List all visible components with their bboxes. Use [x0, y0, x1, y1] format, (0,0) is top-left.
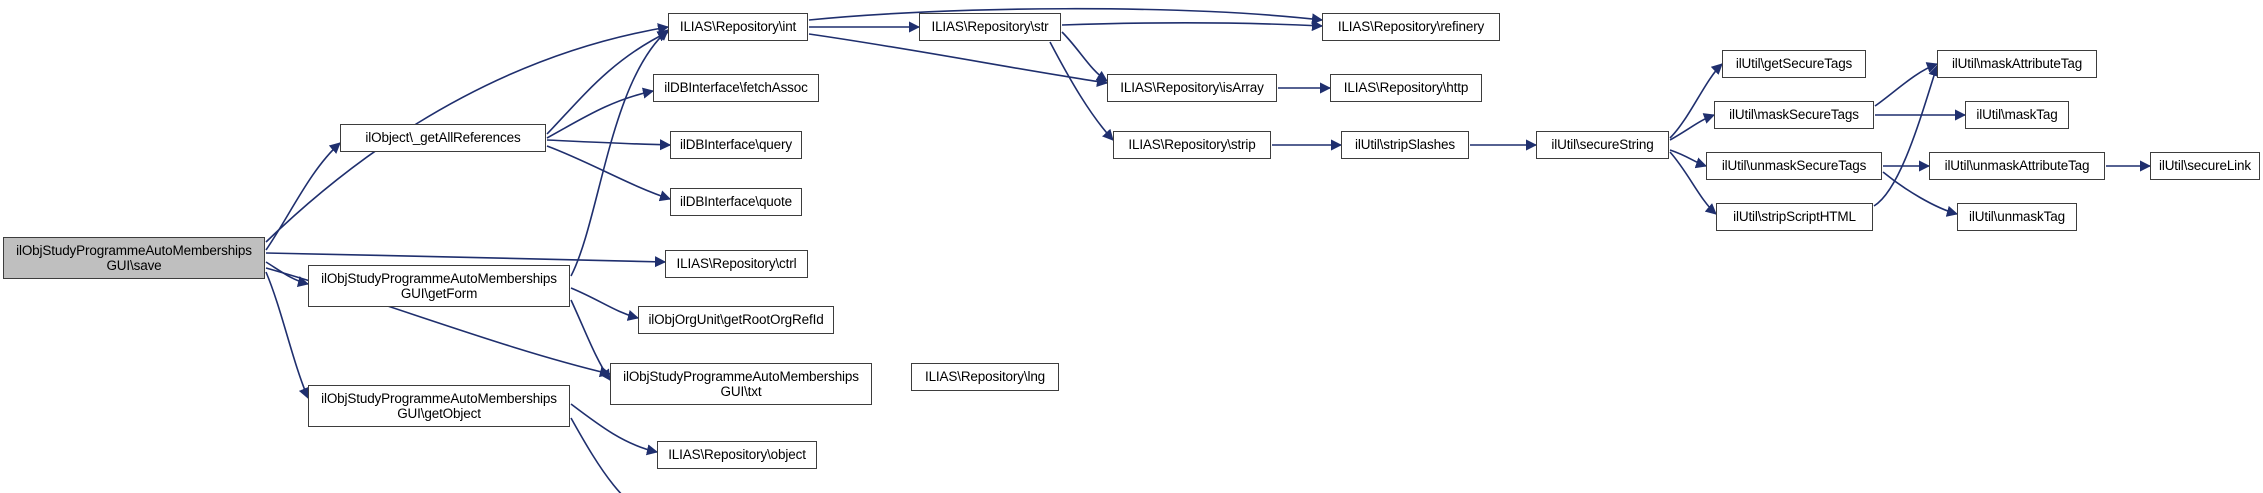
call-edge: [1061, 19, 1324, 32]
call-graph-node-secureLink[interactable]: ilUtil\secureLink: [2150, 152, 2260, 180]
call-graph-node-getRootOrgRefId[interactable]: ilObjOrgUnit\getRootOrgRefId: [638, 306, 834, 334]
call-graph-node-unmaskAttributeTag[interactable]: ilUtil\unmaskAttributeTag: [1929, 152, 2105, 180]
call-graph-node-getAllReferences[interactable]: ilObject\_getAllReferences: [340, 124, 546, 152]
call-graph-node-http[interactable]: ILIAS\Repository\http: [1330, 74, 1482, 102]
call-edge: [265, 142, 341, 251]
call-graph-node-unmaskSecureTags[interactable]: ilUtil\unmaskSecureTags: [1706, 152, 1882, 180]
call-graph-node-maskSecureTags[interactable]: ilUtil\maskSecureTags: [1714, 101, 1874, 129]
call-edge: [570, 29, 669, 277]
call-edge: [808, 33, 1109, 88]
call-edge: [265, 23, 670, 243]
call-edge: [1049, 41, 1114, 141]
call-graph-node-maskAttributeTag[interactable]: ilUtil\maskAttributeTag: [1937, 50, 2097, 78]
call-edge: [546, 87, 655, 139]
call-edge: [1669, 63, 1723, 139]
call-edge: [546, 31, 670, 135]
call-graph-node-stripScriptHTML[interactable]: ilUtil\stripScriptHTML: [1716, 203, 1873, 231]
call-graph-node-object[interactable]: ILIAS\Repository\object: [657, 441, 817, 469]
call-graph-node-getSecureTags[interactable]: ilUtil\getSecureTags: [1722, 50, 1866, 78]
call-graph-node-unmaskTag[interactable]: ilUtil\unmaskTag: [1957, 203, 2077, 231]
call-graph-node-strip[interactable]: ILIAS\Repository\strip: [1113, 131, 1271, 159]
call-graph-node-txt[interactable]: ilObjStudyProgrammeAutoMemberships GUI\t…: [610, 363, 872, 405]
call-graph-node-quote[interactable]: ilDBInterface\quote: [670, 188, 802, 216]
call-graph-node-maskTag[interactable]: ilUtil\maskTag: [1965, 101, 2069, 129]
call-graph-node-refinery[interactable]: ILIAS\Repository\refinery: [1322, 13, 1500, 41]
call-edge: [1669, 149, 1708, 169]
call-edge: [265, 271, 310, 400]
call-graph-node-isArray[interactable]: ILIAS\Repository\isArray: [1107, 74, 1277, 102]
call-edge: [546, 139, 672, 151]
call-graph-node-int[interactable]: ILIAS\Repository\int: [668, 13, 808, 41]
call-edge: [265, 261, 310, 287]
call-edge: [546, 145, 672, 202]
call-edge: [1061, 31, 1108, 82]
call-graph-node-fetchAssoc[interactable]: ilDBInterface\fetchAssoc: [653, 74, 819, 102]
call-graph-node-lng[interactable]: ILIAS\Repository\lng: [911, 363, 1059, 391]
call-graph-node-stripSlashes[interactable]: ilUtil\stripSlashes: [1341, 131, 1469, 159]
call-graph-node-getObject[interactable]: ilObjStudyProgrammeAutoMemberships GUI\g…: [308, 385, 570, 427]
call-edge: [808, 7, 1324, 25]
call-edge: [570, 287, 640, 321]
call-edge: [1669, 151, 1717, 215]
call-graph-node-str[interactable]: ILIAS\Repository\str: [919, 13, 1061, 41]
call-graph-node-query[interactable]: ilDBInterface\query: [670, 131, 802, 159]
call-edge: [1669, 113, 1716, 141]
call-graph-node-getForm[interactable]: ilObjStudyProgrammeAutoMemberships GUI\g…: [308, 265, 570, 307]
call-edge: [1882, 171, 1959, 217]
call-edge: [570, 403, 659, 456]
call-edge: [1874, 62, 1939, 107]
call-graph-node-secureString[interactable]: ilUtil\secureString: [1536, 131, 1669, 159]
call-graph-node-ctrl[interactable]: ILIAS\Repository\ctrl: [665, 250, 808, 278]
call-edge: [570, 299, 611, 381]
call-edge: [1873, 64, 1940, 207]
call-graph-node-save[interactable]: ilObjStudyProgrammeAutoMemberships GUI\s…: [3, 237, 265, 279]
call-edge: [570, 417, 622, 493]
call-edge: [265, 252, 667, 268]
